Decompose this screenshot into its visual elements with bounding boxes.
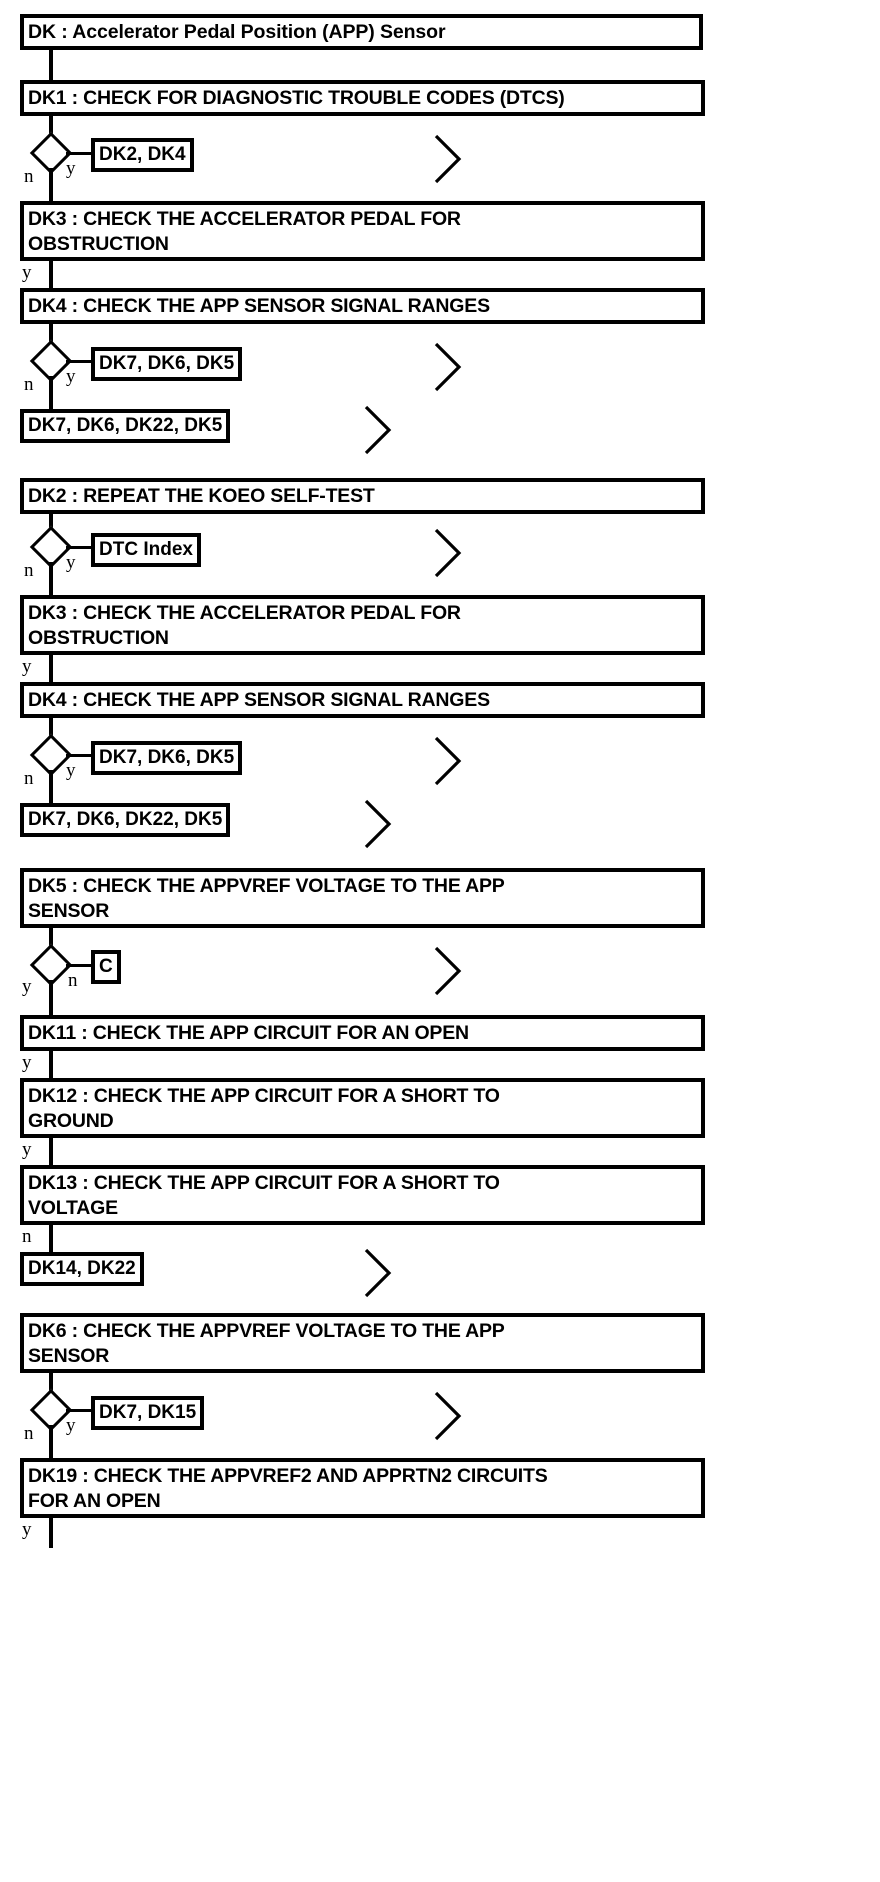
branch-line-2-yes xyxy=(66,360,93,363)
node-terminal-dk14-dk22[interactable]: DK14, DK22 xyxy=(20,1252,144,1286)
branch-label-3-yes: y xyxy=(66,366,76,387)
connector-dk6-decision6 xyxy=(49,1373,53,1395)
node-ref-dk7-dk6-dk5-a[interactable]: DK7, DK6, DK5 xyxy=(91,347,243,381)
continuation-chevron-7[interactable] xyxy=(432,945,466,997)
branch-label-6-no: n xyxy=(24,768,34,789)
branch-label-4-no: n xyxy=(24,560,34,581)
branch-line-4-yes xyxy=(66,754,93,757)
branch-label-4-yes: y xyxy=(66,552,76,573)
node-dk12: DK12 : CHECK THE APP CIRCUIT FOR A SHORT… xyxy=(20,1078,705,1138)
branch-label-3-no: n xyxy=(24,374,34,395)
branch-label-12-yes: y xyxy=(22,1519,32,1540)
continuation-chevron-9[interactable] xyxy=(432,1390,466,1442)
connector-dk12-dk13 xyxy=(49,1138,53,1165)
node-title: DK : Accelerator Pedal Position (APP) Se… xyxy=(20,14,703,50)
branch-label-1-no: n xyxy=(24,166,34,187)
continuation-chevron-8[interactable] xyxy=(362,1247,396,1299)
node-dk19: DK19 : CHECK THE APPVREF2 AND APPRTN2 CI… xyxy=(20,1458,705,1518)
connector-decision3-dk3b xyxy=(49,562,53,595)
connector-decision5-dk11 xyxy=(49,980,53,1015)
continuation-chevron-4[interactable] xyxy=(432,527,466,579)
node-ref-dtc-index[interactable]: DTC Index xyxy=(91,533,201,567)
branch-label-7-no: n xyxy=(68,970,78,991)
branch-label-2-yes: y xyxy=(22,262,32,283)
node-dk2: DK2 : REPEAT THE KOEO SELF-TEST xyxy=(20,478,705,514)
node-dk4-b: DK4 : CHECK THE APP SENSOR SIGNAL RANGES xyxy=(20,682,705,718)
branch-label-9-yes: y xyxy=(22,1139,32,1160)
node-ref-dk7-dk15[interactable]: DK7, DK15 xyxy=(91,1396,205,1430)
branch-line-5-no xyxy=(66,964,93,967)
connector-dk3b-dk4b xyxy=(49,655,53,682)
connector-dk11-dk12 xyxy=(49,1051,53,1078)
node-terminal-dk7-dk6-dk22-dk5-a[interactable]: DK7, DK6, DK22, DK5 xyxy=(20,409,231,443)
branch-line-1-yes xyxy=(66,152,93,155)
connector-dk5-decision5 xyxy=(49,928,53,950)
continuation-chevron-3[interactable] xyxy=(362,404,396,456)
node-ref-c[interactable]: C xyxy=(91,950,121,984)
branch-label-5-yes: y xyxy=(22,656,32,677)
continuation-chevron-5[interactable] xyxy=(432,735,466,787)
connector-decision6-dk19 xyxy=(49,1425,53,1458)
connector-decision2-ref3 xyxy=(49,376,53,409)
branch-line-6-yes xyxy=(66,1409,93,1412)
connector-dk19-next xyxy=(49,1518,53,1548)
node-dk5: DK5 : CHECK THE APPVREF VOLTAGE TO THE A… xyxy=(20,868,705,928)
node-dk11: DK11 : CHECK THE APP CIRCUIT FOR AN OPEN xyxy=(20,1015,705,1051)
connector-dk4a-decision2 xyxy=(49,324,53,346)
node-dk13: DK13 : CHECK THE APP CIRCUIT FOR A SHORT… xyxy=(20,1165,705,1225)
branch-label-8-yes: y xyxy=(22,1052,32,1073)
node-dk1: DK1 : CHECK FOR DIAGNOSTIC TROUBLE CODES… xyxy=(20,80,705,116)
connector-decision4-ref6 xyxy=(49,770,53,803)
connector-title-dk1 xyxy=(49,50,53,80)
node-dk4-a: DK4 : CHECK THE APP SENSOR SIGNAL RANGES xyxy=(20,288,705,324)
branch-label-11-no: n xyxy=(24,1423,34,1444)
node-ref-dk2-dk4[interactable]: DK2, DK4 xyxy=(91,138,194,172)
node-ref-dk7-dk6-dk5-b[interactable]: DK7, DK6, DK5 xyxy=(91,741,243,775)
branch-label-11-yes: y xyxy=(66,1415,76,1436)
continuation-chevron-1[interactable] xyxy=(432,133,466,185)
connector-dk1-decision1 xyxy=(49,116,53,138)
connector-dk2-decision3 xyxy=(49,514,53,536)
branch-label-7-yes: y xyxy=(22,976,32,997)
continuation-chevron-2[interactable] xyxy=(432,341,466,393)
branch-label-6-yes: y xyxy=(66,760,76,781)
node-dk3-b: DK3 : CHECK THE ACCELERATOR PEDAL FOR OB… xyxy=(20,595,705,655)
node-dk3-a: DK3 : CHECK THE ACCELERATOR PEDAL FOR OB… xyxy=(20,201,705,261)
branch-label-1-yes: y xyxy=(66,158,76,179)
connector-dk3a-dk4a xyxy=(49,261,53,288)
connector-dk13-ref7 xyxy=(49,1225,53,1252)
continuation-chevron-6[interactable] xyxy=(362,798,396,850)
branch-label-10-no: n xyxy=(22,1226,32,1247)
connector-dk4b-decision4 xyxy=(49,718,53,740)
node-dk6: DK6 : CHECK THE APPVREF VOLTAGE TO THE A… xyxy=(20,1313,705,1373)
branch-line-3-yes xyxy=(66,546,93,549)
connector-decision1-dk3a xyxy=(49,168,53,201)
node-terminal-dk7-dk6-dk22-dk5-b[interactable]: DK7, DK6, DK22, DK5 xyxy=(20,803,231,837)
